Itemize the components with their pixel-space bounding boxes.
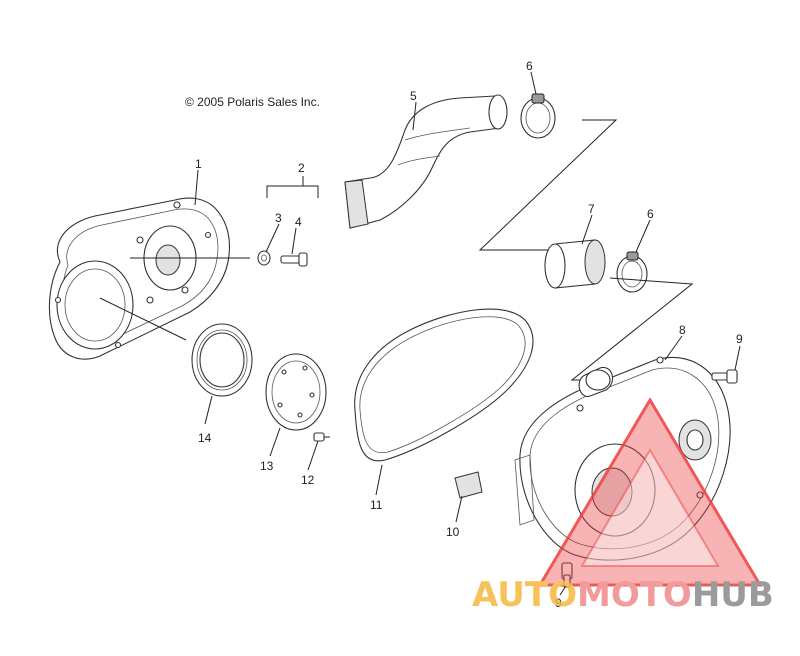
assembly-guide-line	[478, 119, 618, 251]
label-part-6-lower: 6	[647, 207, 654, 221]
label-part-9-bottom: 9	[555, 596, 562, 610]
intake-duct	[344, 94, 508, 229]
label-part-12: 12	[301, 473, 315, 487]
hose-clamp-top	[520, 93, 556, 139]
decal	[454, 471, 483, 499]
copyright-notice: © 2005 Polaris Sales Inc.	[185, 95, 320, 109]
label-part-5: 5	[410, 89, 417, 103]
inner-clutch-cover	[48, 197, 231, 360]
svg-text:AUTOMOTOHUB: AUTOMOTOHUB	[472, 575, 774, 615]
part-labels: 1 2 3 4 5 6 6 7 8 9 9 10 11 12 13 14	[195, 59, 743, 610]
automotohub-watermark: AUTOMOTOHUB	[472, 397, 774, 615]
hose-clamp-lower	[616, 251, 648, 293]
outer-cover-bolt-top	[711, 369, 738, 384]
label-part-14: 14	[198, 431, 212, 445]
outer-clutch-cover	[514, 356, 731, 561]
watermark-moto: MOTO	[577, 575, 692, 615]
cover-plate	[265, 353, 327, 431]
label-part-6-top: 6	[526, 59, 533, 73]
label-part-13: 13	[260, 459, 274, 473]
label-part-3: 3	[275, 211, 282, 225]
washer	[257, 250, 271, 266]
label-part-4: 4	[295, 215, 302, 229]
drive-belt	[354, 308, 534, 462]
watermark-triangle-icon	[537, 397, 763, 587]
label-part-1: 1	[195, 157, 202, 171]
label-part-2: 2	[298, 161, 305, 175]
label-part-9-top: 9	[736, 332, 743, 346]
leader-lines	[99, 71, 741, 596]
cover-bolt	[280, 252, 308, 267]
label-part-8: 8	[679, 323, 686, 337]
label-part-7: 7	[588, 202, 595, 216]
cover-seal	[191, 323, 253, 397]
label-part-10: 10	[446, 525, 460, 539]
label-part-11: 11	[370, 498, 383, 512]
outer-cover-bolt-bottom	[561, 562, 573, 588]
hose-coupler	[544, 239, 606, 289]
watermark-auto: AUTO	[472, 575, 577, 615]
plate-screw	[313, 432, 330, 442]
watermark-hub: HUB	[692, 575, 774, 615]
